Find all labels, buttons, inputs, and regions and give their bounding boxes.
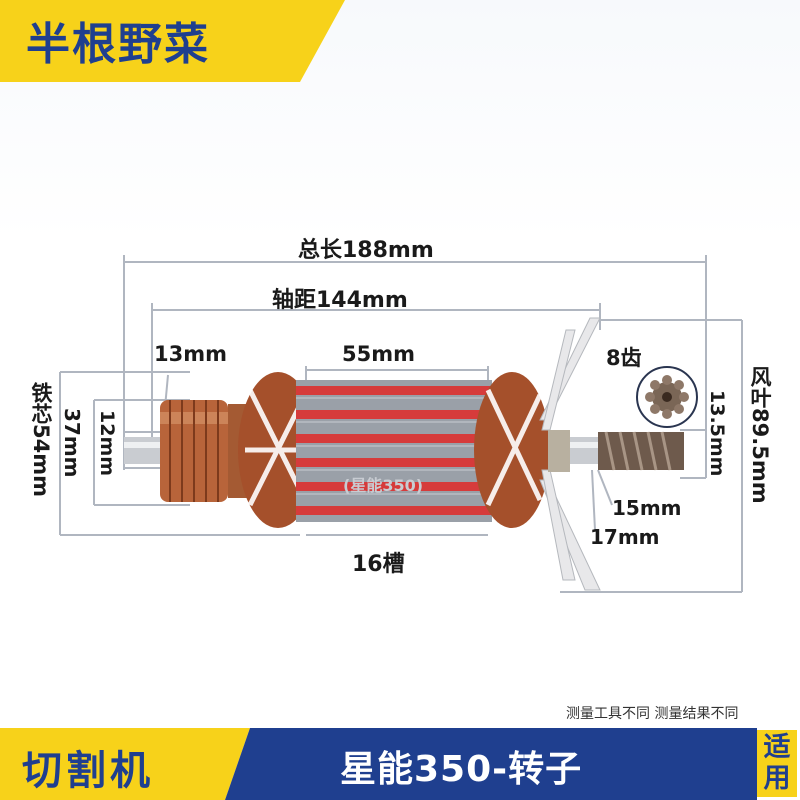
- model-label: 星能350-转子: [340, 749, 583, 790]
- applies-label: 适用: [763, 732, 791, 794]
- brand-name: 半根野菜: [26, 19, 210, 70]
- iron-core: [296, 380, 492, 522]
- gear: [598, 431, 684, 471]
- teeth-label: 8齿: [606, 346, 642, 370]
- diameter-17-label: 17mm: [590, 525, 660, 549]
- diameter-13-5-label: 13.5mm: [706, 390, 728, 477]
- brand-banner: [0, 0, 345, 82]
- core-slots: [296, 386, 492, 515]
- total-length-label: 总长188mm: [298, 238, 434, 263]
- commutator-width-label: 13mm: [154, 342, 227, 366]
- measurement-note: 测量工具不同 测量结果不同: [566, 706, 739, 722]
- slots-label: 16槽: [352, 552, 405, 577]
- category-label: 切割机: [22, 748, 154, 794]
- fan-diameter-label: 风叶89.5mm: [748, 366, 772, 504]
- core-length-label: 55mm: [342, 342, 415, 366]
- brand-banner-shape: [0, 0, 345, 82]
- commutator: [160, 400, 248, 502]
- bottom-bar: [0, 728, 800, 800]
- axis-distance-label: 轴距144mm: [272, 288, 408, 313]
- diameter-37-label: 37mm: [60, 408, 84, 478]
- fan: [539, 317, 601, 591]
- bottom-bar-shape: [0, 728, 757, 800]
- core-diameter-label: 铁芯54mm: [29, 382, 53, 497]
- diameter-15-label: 15mm: [612, 496, 682, 520]
- diameter-12-label: 12mm: [96, 410, 118, 477]
- core-marking: (星能350): [343, 476, 424, 495]
- rotor-diagram: [59, 255, 743, 593]
- applies-badge: [757, 730, 797, 797]
- bearing-seat: [548, 430, 570, 472]
